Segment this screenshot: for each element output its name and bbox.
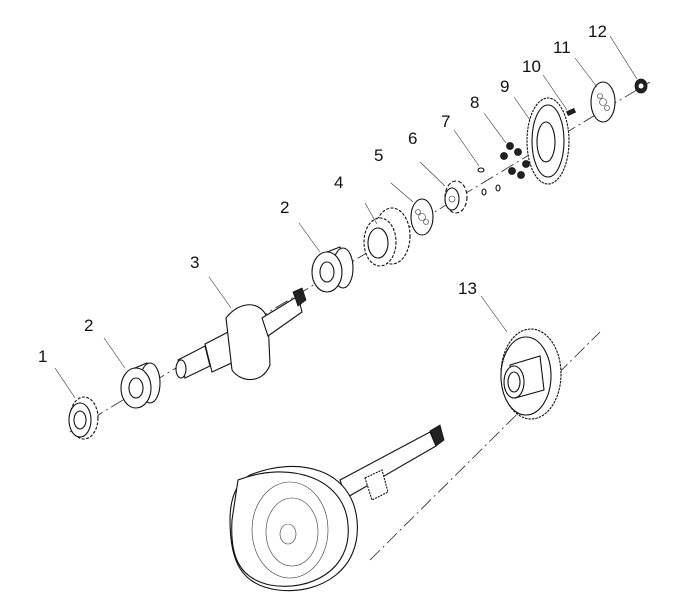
large-gear — [526, 97, 570, 185]
key — [565, 107, 577, 117]
bearing-right — [311, 246, 354, 293]
leader-lines — [54, 35, 638, 399]
callout-2-right: 2 — [280, 198, 289, 217]
small-gear — [68, 396, 99, 440]
output-shaft — [229, 424, 445, 592]
crank-shaft — [175, 287, 307, 381]
pins — [477, 167, 501, 196]
rollers — [500, 142, 530, 179]
callout-12: 12 — [588, 22, 607, 41]
clutch-hub — [444, 180, 468, 214]
callout-2-left: 2 — [84, 316, 93, 335]
bearing-left — [120, 362, 161, 409]
callout-3: 3 — [190, 253, 199, 272]
callout-4: 4 — [334, 173, 343, 192]
callout-6: 6 — [408, 129, 417, 148]
callout-8: 8 — [470, 93, 479, 112]
nut — [634, 78, 648, 94]
driven-gear — [500, 328, 562, 420]
callout-11: 11 — [553, 38, 571, 57]
callout-7: 7 — [441, 112, 450, 131]
callout-10: 10 — [522, 57, 541, 76]
retainer-plate — [590, 81, 616, 123]
plate-washer — [410, 198, 434, 236]
spur-gear — [363, 207, 411, 267]
callout-9: 9 — [500, 77, 509, 96]
lower-center-axis — [369, 331, 601, 561]
callout-1: 1 — [38, 347, 47, 366]
callout-5: 5 — [374, 146, 383, 165]
callout-13: 13 — [458, 279, 477, 298]
